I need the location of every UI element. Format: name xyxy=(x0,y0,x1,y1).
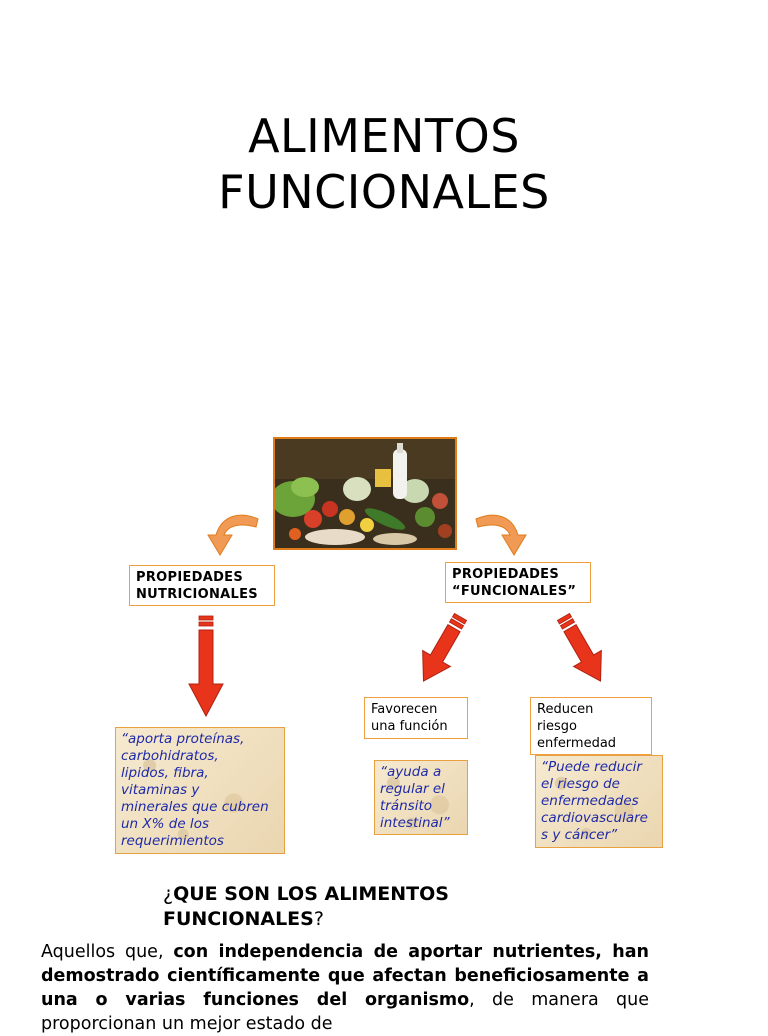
quote-line: “Puede reducir xyxy=(541,759,642,775)
down-arrow-icon xyxy=(188,615,224,718)
definition-paragraph: Aquellos que, con independencia de aport… xyxy=(41,940,649,1036)
quote-line: tránsito xyxy=(380,798,433,814)
quote-line: s y cáncer” xyxy=(541,827,618,843)
box-line: Favorecen xyxy=(371,702,438,717)
page-title: ALIMENTOS FUNCIONALES xyxy=(0,108,768,220)
paragraph-lead: Aquellos que, xyxy=(41,942,174,962)
quote-line: el riesgo de xyxy=(541,776,620,792)
quote-line: cardiovasculare xyxy=(541,810,648,826)
question-line-1: QUE SON LOS ALIMENTOS xyxy=(173,883,449,905)
curved-arrow-right-icon xyxy=(475,514,527,556)
box-line: NUTRICIONALES xyxy=(136,587,258,602)
question-open-mark: ¿ xyxy=(163,883,174,905)
quote-line: “ayuda a xyxy=(380,764,442,780)
diagonal-arrow-right-icon xyxy=(556,612,602,682)
box-line: una función xyxy=(371,719,448,734)
title-line-2: FUNCIONALES xyxy=(218,165,550,219)
question-close-mark: ? xyxy=(313,908,324,930)
diagonal-arrow-left-icon xyxy=(422,612,468,682)
quote-line: “aporta proteínas, xyxy=(121,731,245,747)
quote-line: carbohidratos, xyxy=(121,748,219,764)
quote-line: enfermedades xyxy=(541,793,639,809)
box-reducen: Reducen riesgo enfermedad xyxy=(530,697,652,755)
quote-line: minerales que cubren xyxy=(121,799,269,815)
box-line: riesgo xyxy=(537,719,577,734)
quote-line: regular el xyxy=(380,781,445,797)
quote-riesgo: “Puede reducir el riesgo de enfermedades… xyxy=(535,755,663,848)
question-line-2: FUNCIONALES xyxy=(163,908,314,930)
question-heading: ¿QUE SON LOS ALIMENTOS FUNCIONALES? xyxy=(163,882,543,932)
quote-nutricional: “aporta proteínas, carbohidratos, lipido… xyxy=(115,727,285,854)
box-line: PROPIEDADES xyxy=(136,570,244,585)
quote-line: lipidos, fibra, xyxy=(121,765,209,781)
box-propiedades-funcionales: PROPIEDADES “FUNCIONALES” xyxy=(445,562,591,603)
quote-line: vitaminas y xyxy=(121,782,200,798)
box-favorecen: Favorecen una función xyxy=(364,697,468,739)
food-photo xyxy=(273,437,457,550)
curved-arrow-left-icon xyxy=(207,514,259,556)
title-line-1: ALIMENTOS xyxy=(248,109,520,163)
box-line: Reducen xyxy=(537,702,594,717)
quote-line: un X% de los xyxy=(121,816,209,832)
food-illustration xyxy=(275,439,455,548)
paragraph-bold: con independencia de aportar nutrientes,… xyxy=(41,942,649,1010)
box-line: PROPIEDADES xyxy=(452,567,560,582)
quote-line: requerimientos xyxy=(121,833,224,849)
box-line: enfermedad xyxy=(537,736,617,751)
quote-transito: “ayuda a regular el tránsito intestinal” xyxy=(374,760,468,835)
box-propiedades-nutricionales: PROPIEDADES NUTRICIONALES xyxy=(129,565,275,606)
quote-line: intestinal” xyxy=(380,815,450,831)
box-line: “FUNCIONALES” xyxy=(452,584,577,599)
